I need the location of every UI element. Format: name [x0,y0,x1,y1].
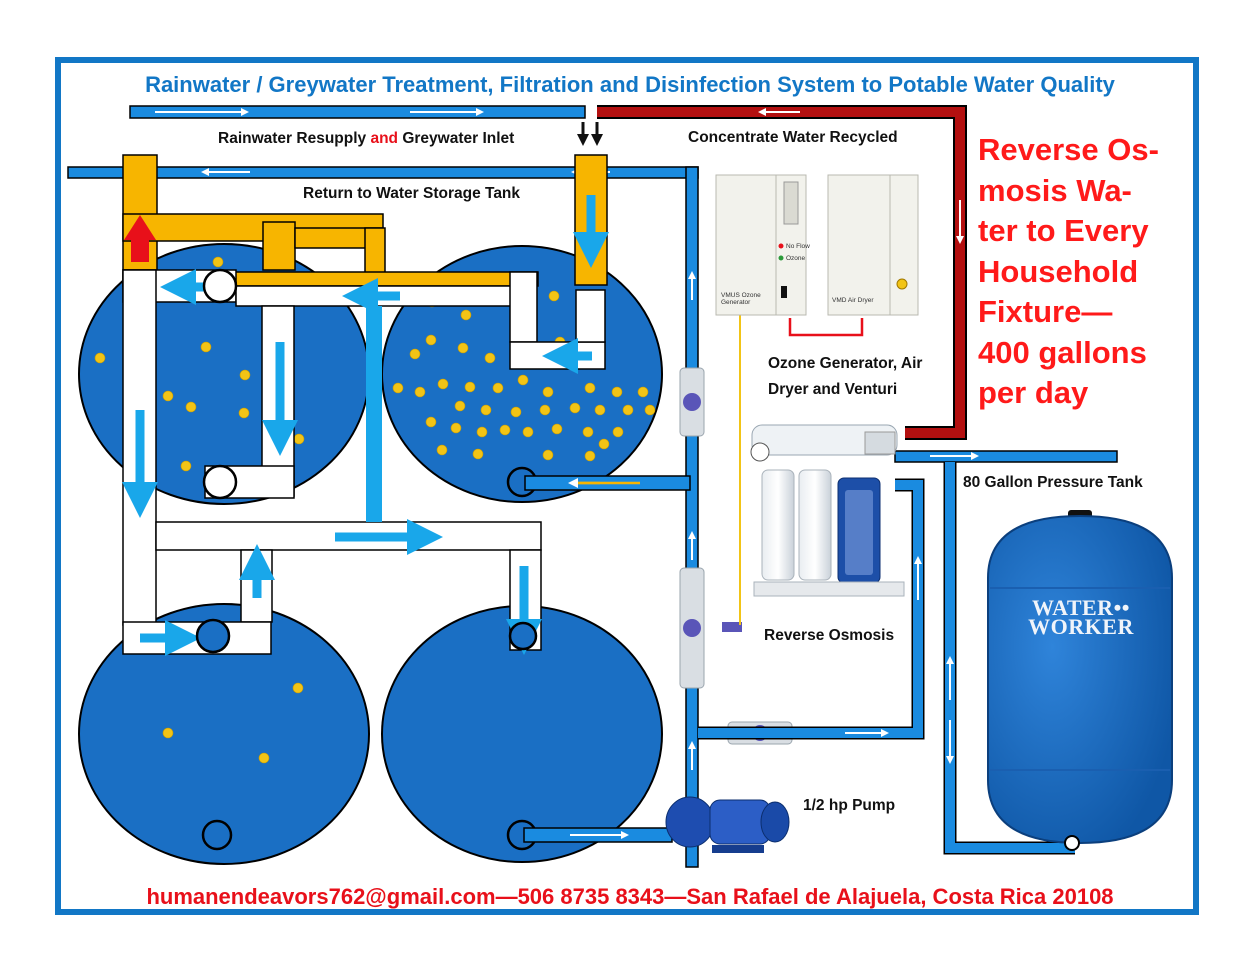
ozone-bubbles [94,256,656,764]
inlet-down-arrows [577,122,603,146]
headline-line: mosis Wa- [978,172,1132,208]
no-flow-label: No Flow [786,243,810,250]
headline-line: ter to Every [978,213,1149,248]
headline-line: per day [978,375,1089,410]
pressure-tank [987,510,1173,851]
page-title: Rainwater / Greywater Treatment, Filtrat… [145,72,1115,97]
ozone-indicator-label: Ozone [786,255,806,262]
pressure-tank-label: 80 Gallon Pressure Tank [963,474,1143,491]
ro-label: Reverse Osmosis [764,627,895,644]
air-dryer [827,174,919,316]
up-arrow-icon [124,215,156,262]
ozone-label-line1: Ozone Generator, Air [768,355,923,372]
ro-lines [698,450,1118,855]
headline-line: Reverse Os- [978,132,1159,167]
return-label: Return to Water Storage Tank [303,185,521,202]
brand-logo: WATER•• WORKER [1028,595,1134,639]
ozone-generator [715,174,807,316]
return-pipe [67,166,699,868]
reverse-osmosis-unit [750,424,905,597]
transfer-pipe [366,306,382,522]
tank-bottom-left [78,603,370,865]
air-dryer-label: VMD Air Dryer [832,297,874,304]
headline: Reverse Os- mosis Wa- ter to Every House… [978,130,1188,414]
headline-line: 400 gallons [978,334,1147,370]
ozone-label-line2: Dryer and Venturi [768,381,898,398]
contact-footer: humanendeavors762@gmail.com—506 8735 834… [146,884,1114,909]
concentrate-line [597,105,967,440]
headline-line: Household [978,253,1139,289]
ozone-gen-label: VMUS Ozone Generator [721,292,761,306]
inlet-pipe [129,105,586,119]
pump [665,796,790,853]
pump-label: 1/2 hp Pump [803,797,896,814]
dryer-link [788,318,864,337]
headline-line: Fixture— [978,294,1113,329]
concentrate-label: Concentrate Water Recycled [688,129,898,146]
inlet-label: Rainwater Resupply and Greywater Inlet [218,130,515,147]
